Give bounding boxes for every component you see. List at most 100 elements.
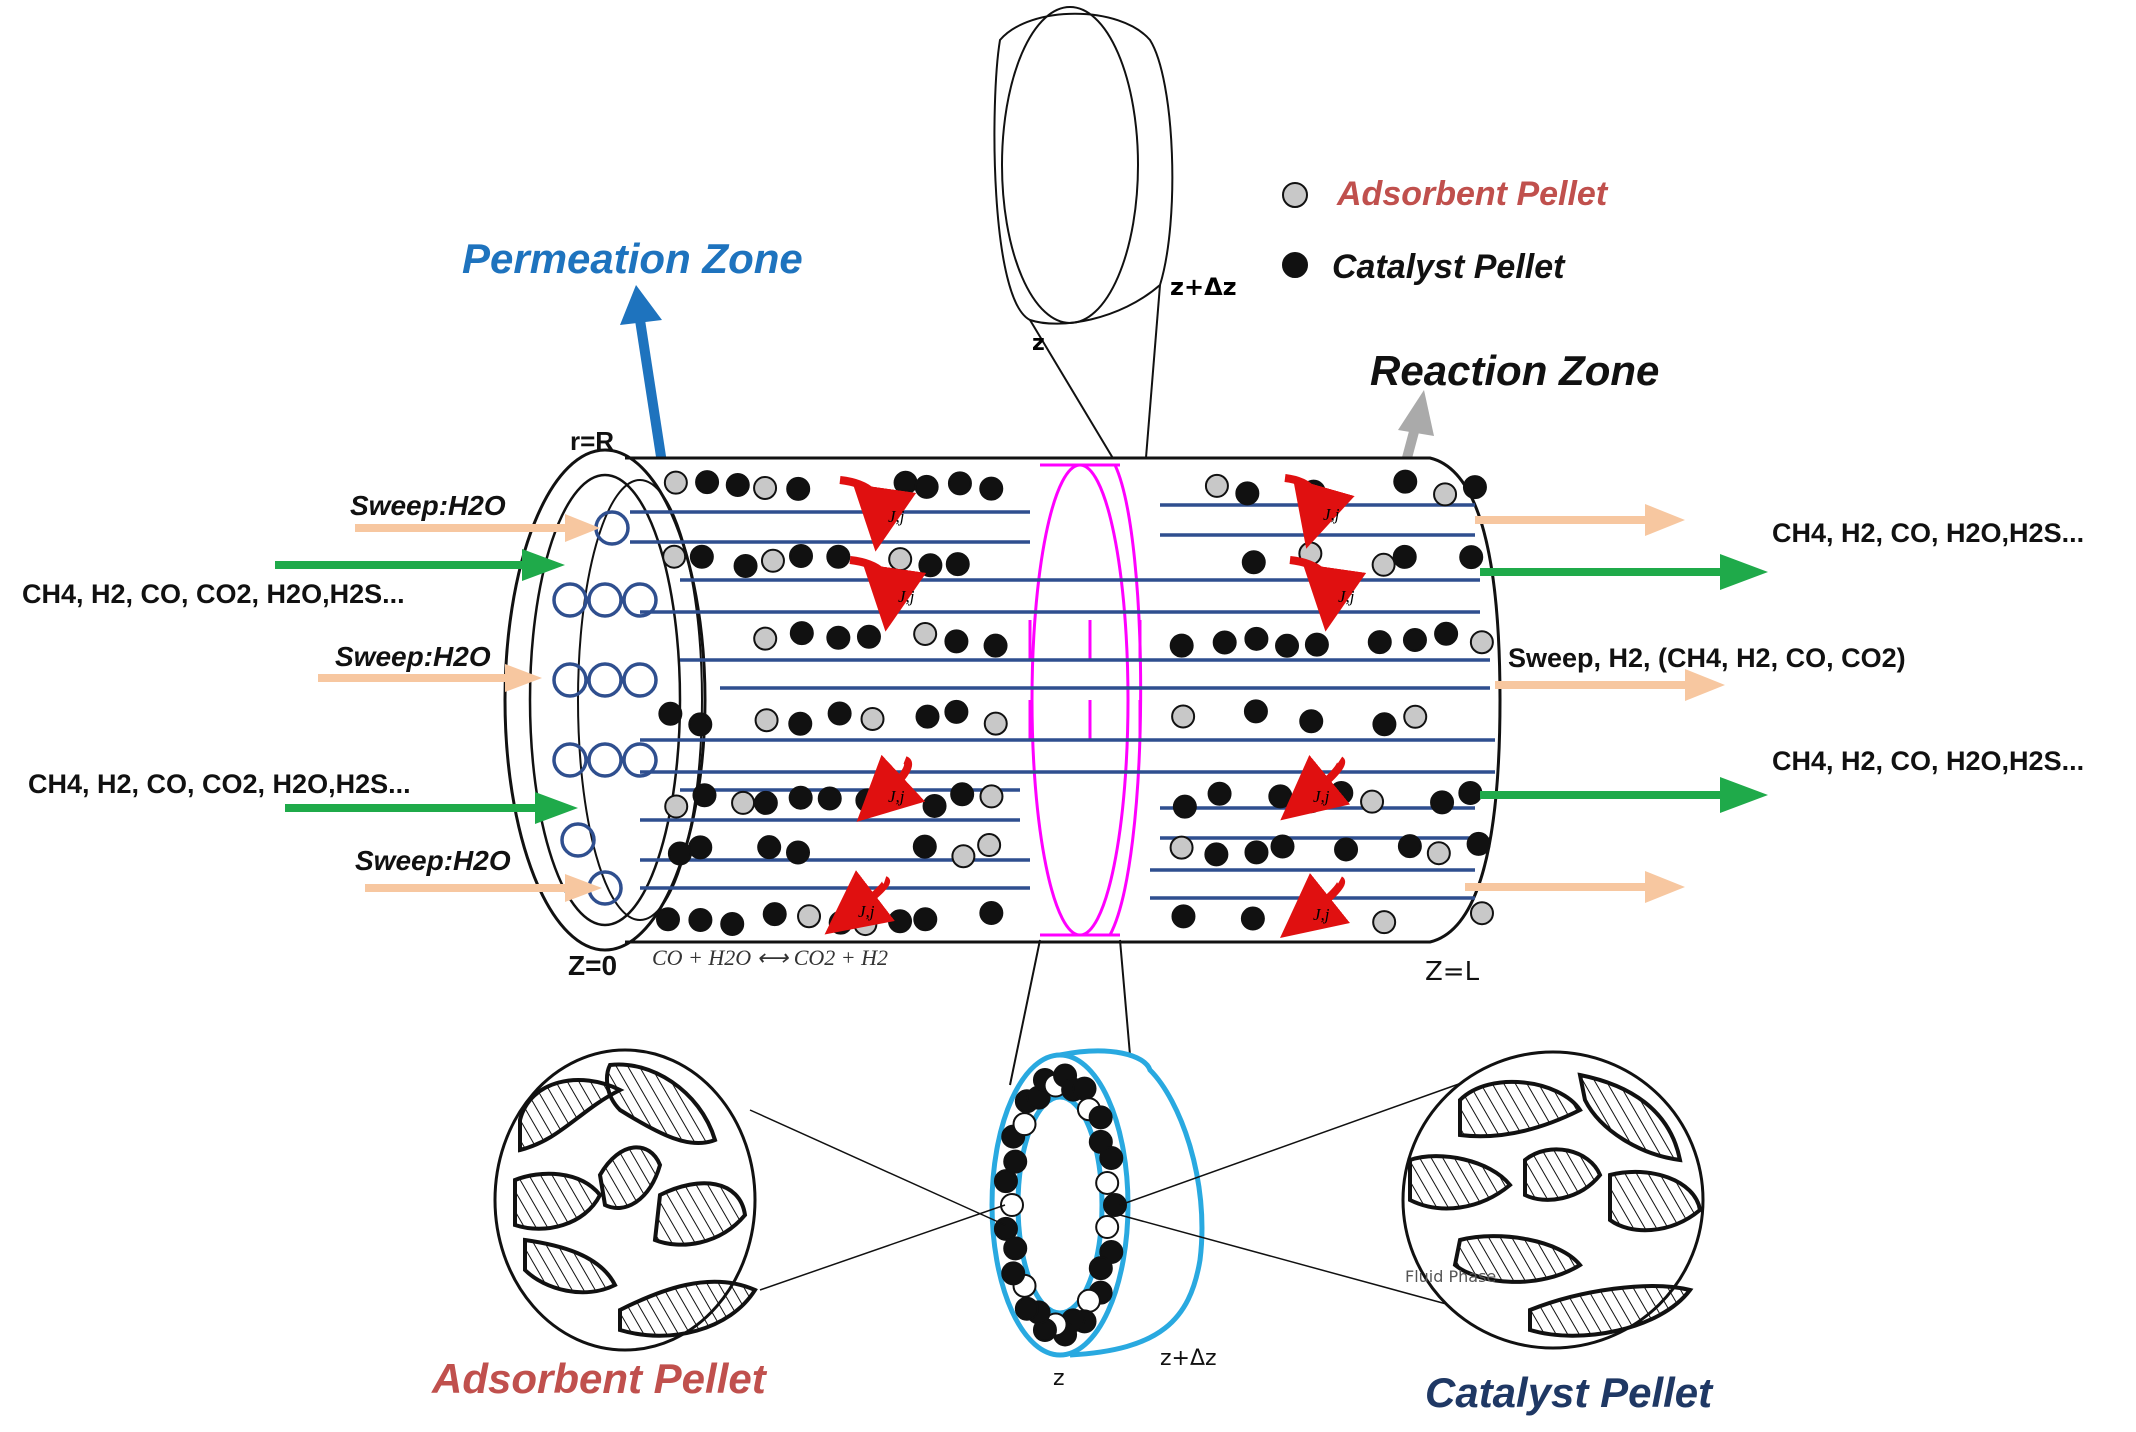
flux-label: J,j [1323, 505, 1340, 524]
sweep-label-1: Sweep:H2O [350, 490, 506, 521]
catalyst-pellet [1392, 544, 1417, 569]
catalyst-pellet [826, 625, 851, 650]
adsorbent-pellet [888, 547, 913, 572]
adsorbent-pellet [913, 621, 938, 646]
catalyst-pellet [1334, 837, 1359, 862]
flux-arrow [856, 754, 926, 822]
catalyst-pellet [1462, 475, 1487, 500]
adsorbent-pellet [664, 794, 689, 819]
adsorbent-pellet [797, 904, 822, 929]
adsorbent-pellet [979, 784, 1004, 809]
flux-arrow [824, 870, 895, 935]
outlet-label-2: CH4, H2, CO, H2O,H2S... [1772, 746, 2084, 776]
catalyst-pellet [950, 782, 975, 807]
inlet-arrows [275, 514, 602, 902]
flux-label: J,j [898, 587, 915, 606]
catalyst-pellet [1172, 794, 1197, 819]
legend-catalyst-label: Catalyst Pellet [1332, 248, 1566, 286]
adsorbent-pellet [1169, 835, 1194, 860]
catalyst-pellet [1207, 781, 1232, 806]
catalyst-pellet [1367, 630, 1392, 655]
adsorbent-pellet [1360, 789, 1385, 814]
flux-arrow [1280, 873, 1350, 938]
catalyst-pellet [1235, 481, 1260, 506]
catalyst-pellet [1329, 781, 1354, 806]
catalyst-pellet [1270, 834, 1295, 859]
catalyst-pellet [692, 783, 717, 808]
catalyst-pellet [1244, 840, 1269, 865]
adsorbent-pellet [1469, 901, 1494, 926]
catalyst-pellet [855, 788, 880, 813]
zL-label: Z=L [1425, 957, 1480, 987]
adsorbent-pellet [1095, 1215, 1120, 1240]
catalyst-pellet [1244, 626, 1269, 651]
z0-label: Z=0 [568, 950, 617, 981]
catalyst-pellet [667, 841, 692, 866]
catalyst-pellet [720, 912, 745, 937]
adsorbent-pellet [1204, 473, 1229, 498]
catalyst-pellet [944, 699, 969, 724]
outlet-arrows [1465, 504, 1768, 903]
catalyst-pellet [786, 476, 811, 501]
catalyst-pellet [1099, 1146, 1124, 1171]
catalyst-pellet [893, 470, 918, 495]
bottom-zdz-label: z+Δz [1160, 1346, 1217, 1371]
catalyst-pellet [725, 472, 750, 497]
catalyst-pellet [762, 902, 787, 927]
catalyst-pellet [788, 785, 813, 810]
catalyst-pellet [1088, 1105, 1113, 1130]
adsorbent-pellet [731, 790, 756, 815]
adsorbent-pellet [1076, 1288, 1101, 1313]
catalyst-pellet [789, 621, 814, 646]
flux-arrows: J,jJ,jJ,jJ,jJ,jJ,jJ,jJ,j [824, 474, 1367, 938]
reaction-equation: CO + H2O ⟷ CO2 + H2 [652, 945, 888, 970]
catalyst-pellet [1372, 712, 1397, 737]
catalyst-pellet [922, 793, 947, 818]
legend: Adsorbent Pellet Catalyst Pellet [1282, 175, 1609, 286]
sweep-label-2: Sweep:H2O [335, 641, 491, 672]
adsorbent-pellet [983, 711, 1008, 736]
catalyst-pellet [1299, 709, 1324, 734]
catalyst-pellet [688, 835, 713, 860]
adsorbent-pellet [753, 475, 778, 500]
catalyst-pellet [1072, 1076, 1097, 1101]
flux-arrow [839, 476, 917, 552]
catalyst-pellet [944, 629, 969, 654]
catalyst-pellet [658, 701, 683, 726]
catalyst-pellet [888, 909, 913, 934]
catalyst-pellet [1393, 469, 1418, 494]
catalyst-pellet [1397, 834, 1422, 859]
catalyst-pellet [912, 834, 937, 859]
top-slice: z z+Δz [993, 6, 1237, 471]
catalyst-pellet-closeup: Fluid Phase [1401, 1050, 1705, 1350]
adsorbent-pellet [663, 470, 688, 495]
catalyst-pellet [828, 910, 853, 935]
catalyst-pellet [753, 790, 778, 815]
catalyst-pellet [1212, 630, 1237, 655]
legend-adsorbent-marker [1282, 182, 1308, 208]
flux-arrow [1280, 754, 1351, 821]
catalyst-pellet [1240, 906, 1265, 931]
catalyst-pellet [1268, 784, 1293, 809]
adsorbent-pellet [1469, 630, 1494, 655]
adsorbent-pellet [760, 548, 785, 573]
catalyst-pellet [1304, 632, 1329, 657]
catalyst-pellet [1003, 1236, 1028, 1261]
adsorbent-pellet [1371, 552, 1396, 577]
feed-label-2: CH4, H2, CO, CO2, H2O,H2S... [28, 769, 411, 799]
flux-label: J,j [1313, 787, 1330, 806]
adsorbent-pellet-closeup [493, 1048, 758, 1352]
catalyst-pellet [827, 701, 852, 726]
flux-label: J,j [1313, 905, 1330, 924]
catalyst-pellet [1434, 621, 1459, 646]
catalyst-pellet [656, 907, 681, 932]
flux-label: J,j [858, 902, 875, 921]
catalyst-pellet [1459, 545, 1484, 570]
catalyst-pellet [1275, 633, 1300, 658]
flux-arrow [849, 556, 927, 632]
permeation-zone-label: Permeation Zone [462, 235, 803, 282]
catalyst-pellet [695, 470, 720, 495]
catalyst-pellet [1243, 699, 1268, 724]
catalyst-pellet [993, 1169, 1018, 1194]
catalyst-pellet [688, 907, 713, 932]
